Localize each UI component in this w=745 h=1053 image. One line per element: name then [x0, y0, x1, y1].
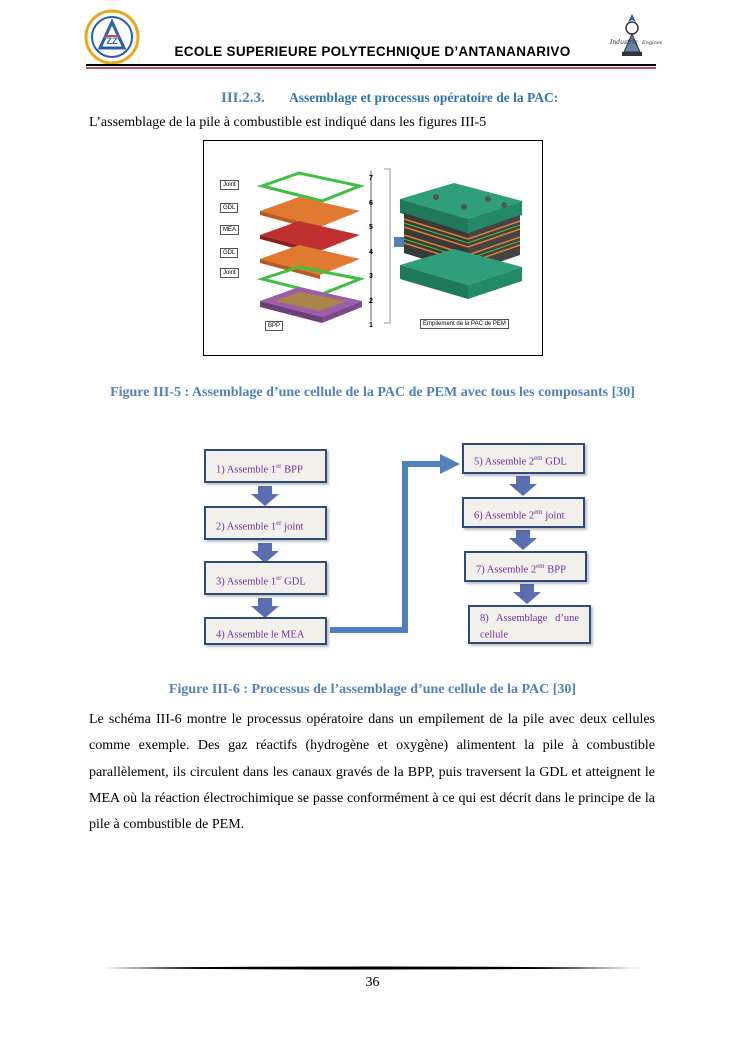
- header-divider: [86, 64, 656, 66]
- header-divider-accent: [86, 67, 656, 69]
- flow-step-3: 3) Assemble 1er GDL: [204, 561, 327, 595]
- exploded-cell-illustration: [256, 168, 522, 324]
- school-logo: ZZ: [84, 9, 140, 65]
- section-number: III.2.3.: [221, 90, 265, 106]
- label-joint-top: Joint: [220, 180, 239, 190]
- flow-step-1: 1) Assemble 1er BPP: [204, 449, 327, 483]
- svg-text:Industrie: Industrie: [609, 39, 638, 46]
- num-7: 7: [369, 175, 373, 182]
- section-title: Assemblage et processus opératoire de la…: [289, 90, 559, 105]
- flow-step-4: 4) Assemble le MEA: [204, 617, 327, 645]
- flow-step-2: 2) Assemble 1er joint: [204, 506, 327, 540]
- flow-step-7: 7) Assemble 2em BPP: [464, 551, 587, 582]
- flowchart-connectors: [251, 454, 541, 633]
- body-paragraph: Le schéma III-6 montre le processus opér…: [89, 712, 655, 833]
- layer-joint-top: [256, 171, 366, 203]
- num-4: 4: [369, 248, 373, 256]
- figure-assembly-image: Joint GDL MEA GDL Joint BPP Empilement d…: [203, 140, 543, 356]
- stack-illustration: [400, 183, 522, 299]
- svg-text:Engineering: Engineering: [641, 40, 662, 46]
- svg-text:ZZ: ZZ: [107, 36, 118, 46]
- label-gdl-bottom: GDL: [220, 248, 239, 258]
- flow-step-6: 6) Assemble 2em joint: [462, 497, 585, 528]
- label-mea: MEA: [220, 225, 240, 235]
- label-gdl-top: GDL: [220, 203, 239, 213]
- num-6: 6: [369, 199, 373, 207]
- num-2: 2: [369, 297, 373, 305]
- num-3: 3: [369, 273, 373, 280]
- figure1-caption: Figure III-5 : Assemblage d’une cellule …: [110, 385, 635, 400]
- intro-paragraph: L’assemblage de la pile à combustible es…: [89, 115, 487, 130]
- num-1: 1: [369, 322, 373, 329]
- num-5: 5: [369, 224, 373, 231]
- page-number: 36: [365, 975, 380, 990]
- layer-bpp: [260, 287, 362, 323]
- label-joint-bottom: Joint: [220, 268, 239, 278]
- flow-step-5: 5) Assemble 2em GDL: [462, 443, 585, 474]
- header-title: ECOLE SUPERIEURE POLYTECHNIQUE D’ANTANAN…: [174, 44, 571, 59]
- figure2-caption: Figure III-6 : Processus de l’assemblage…: [168, 682, 577, 697]
- footer-divider: [103, 966, 641, 970]
- label-bpp: BPP: [265, 321, 284, 331]
- label-stack: Empilement de la PAC de PEM: [420, 319, 509, 329]
- flow-step-8: 8) Assemblage d’une cellule: [468, 605, 591, 644]
- department-logo: Industrie Engineering: [609, 14, 662, 56]
